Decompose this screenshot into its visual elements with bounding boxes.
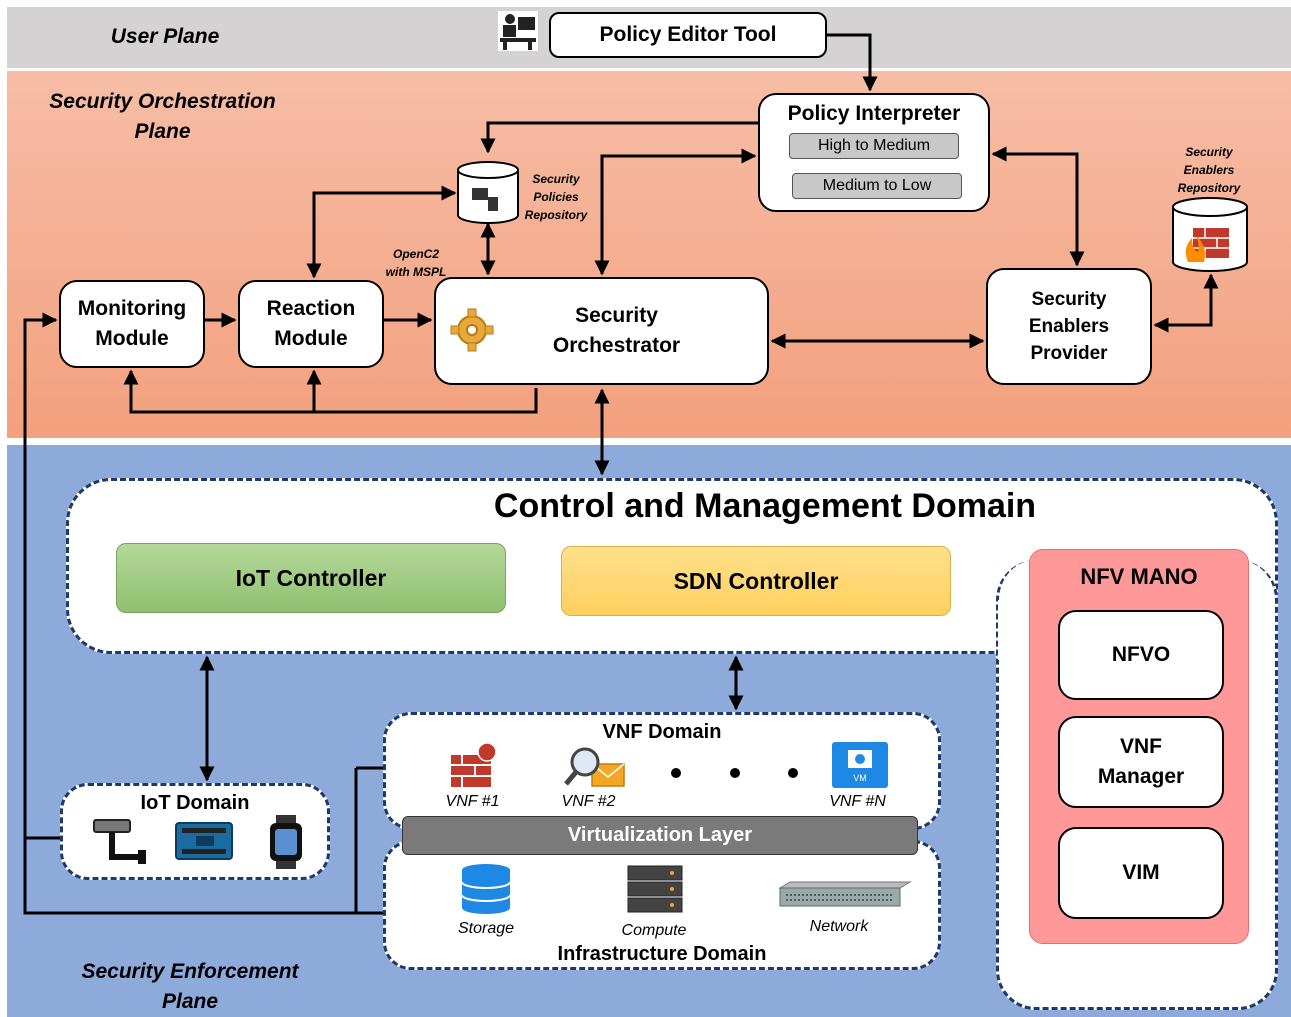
enablers-repo-line2: Enablers [1183, 163, 1235, 177]
security-enablers-provider[interactable]: Security Enablers Provider [986, 268, 1152, 385]
enablers-repo-line1: Security [1185, 145, 1233, 159]
policy-interpreter-title: Policy Interpreter [787, 102, 961, 125]
vim[interactable]: VIM [1058, 827, 1224, 919]
monitoring-line1: Monitoring [77, 297, 187, 320]
virtualization-layer: Virtualization Layer [402, 816, 918, 855]
orchestration-plane-label: Security Orchestration Plane [40, 87, 285, 147]
orchestrator-line1: Security [575, 304, 658, 327]
reaction-line2: Module [274, 327, 348, 350]
storage-label: Storage [457, 920, 515, 937]
sdn-controller[interactable]: SDN Controller [561, 546, 951, 616]
vnf-domain-title: VNF Domain [602, 721, 722, 743]
vnfn-label: VNF #N [829, 793, 886, 810]
provider-line2: Enablers [1028, 316, 1110, 337]
orchestrator-line2: Orchestrator [552, 334, 681, 357]
enforcement-plane-label-line2: Plane [161, 990, 219, 1013]
iot-domain-title: IoT Domain [140, 792, 250, 814]
openc2-line1: OpenC2 [392, 247, 439, 261]
high-to-medium-stage: High to Medium [789, 133, 959, 159]
compute-label: Compute [621, 922, 687, 939]
orchestration-plane-label-line2: Plane [134, 120, 191, 143]
vnf-manager-line2: Manager [1097, 765, 1185, 788]
iot-controller[interactable]: IoT Controller [116, 543, 506, 613]
security-orchestrator[interactable]: Security Orchestrator [434, 277, 769, 385]
infrastructure-domain-title: Infrastructure Domain [557, 943, 767, 965]
vnf1-label: VNF #1 [445, 793, 500, 810]
reaction-line1: Reaction [266, 297, 356, 320]
vnf-domain: VNF Domain [383, 712, 941, 830]
enforcement-plane-label: Security Enforcement Plane [70, 957, 310, 1017]
reaction-module[interactable]: Reaction Module [238, 280, 384, 368]
policies-repo-line1: Security [532, 172, 580, 186]
policies-repo-line2: Policies [533, 190, 579, 204]
security-enablers-repository-label: Security Enablers Repository [1170, 143, 1248, 197]
monitoring-module[interactable]: Monitoring Module [59, 280, 205, 368]
vnf-manager[interactable]: VNF Manager [1058, 716, 1224, 808]
policies-repo-line3: Repository [524, 208, 588, 222]
provider-line3: Provider [1030, 343, 1108, 364]
vnf2-label: VNF #2 [561, 793, 616, 810]
orchestration-plane-label-line1: Security Orchestration [49, 90, 276, 113]
provider-line1: Security [1031, 289, 1107, 310]
control-domain-title: Control and Management Domain [493, 487, 1037, 525]
openc2-mspl-label: OpenC2 with MSPL [376, 245, 456, 281]
network-label: Network [809, 918, 869, 935]
security-policies-repository-label: Security Policies Repository [518, 170, 594, 224]
enablers-repo-line3: Repository [1177, 181, 1241, 195]
monitoring-line2: Module [95, 327, 169, 350]
vnf-manager-line1: VNF [1120, 735, 1162, 758]
nfvo[interactable]: NFVO [1058, 610, 1224, 700]
iot-domain: IoT Domain [60, 783, 330, 880]
policy-editor-tool[interactable]: Policy Editor Tool [549, 12, 827, 58]
medium-to-low-stage: Medium to Low [792, 173, 962, 199]
user-plane-label: User Plane [110, 25, 220, 48]
enforcement-plane-label-line1: Security Enforcement [81, 960, 299, 983]
nfv-mano-title: NFV MANO [1080, 564, 1198, 589]
